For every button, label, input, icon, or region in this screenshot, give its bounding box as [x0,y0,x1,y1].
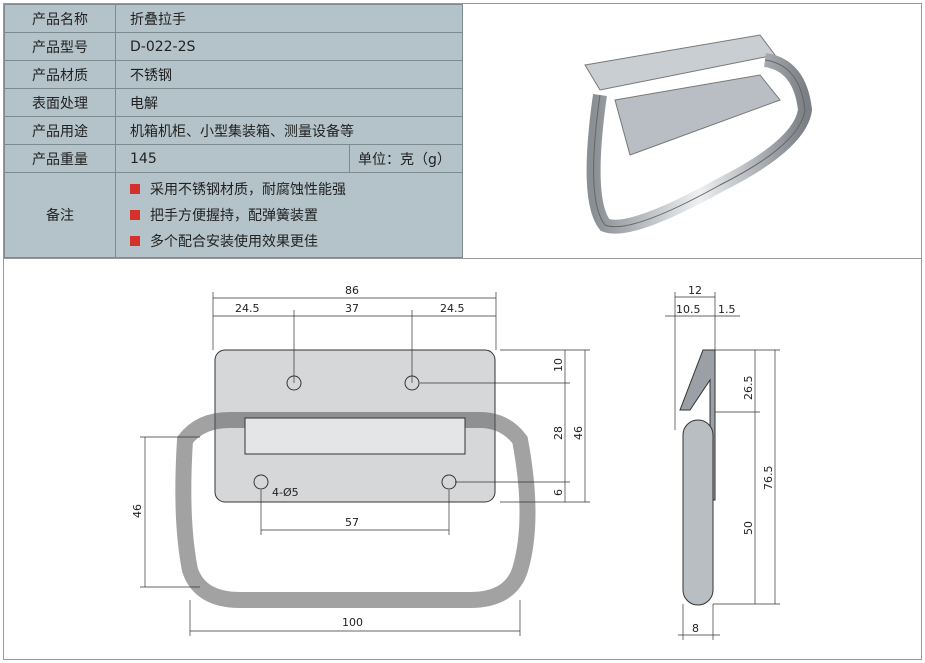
dim-w10-5: 10.5 [676,303,701,316]
dim-hole: 4-Ø5 [272,486,299,499]
label: 产品型号 [4,32,116,61]
dim-57: 57 [345,516,359,529]
dim-w12: 12 [688,284,702,297]
dim-h46r: 46 [572,426,585,440]
front-view [140,292,590,636]
label: 产品用途 [4,116,116,145]
page-frame [3,3,922,660]
label: 备注 [4,172,116,258]
dim-h46l: 46 [131,504,144,518]
note-item: 把手方便握持，配弹簧装置 [130,202,462,228]
bullet-icon [130,184,140,194]
dim-100: 100 [342,616,363,629]
dim-left: 24.5 [235,302,260,315]
dim-right: 24.5 [440,302,465,315]
row-material: 产品材质不锈钢 [4,60,463,89]
dim-total: 86 [345,284,359,297]
bullet-icon [130,236,140,246]
dim-w1-5: 1.5 [718,303,736,316]
row-usage: 产品用途机箱机柜、小型集装箱、测量设备等 [4,116,463,145]
value: 不锈钢 [115,60,463,89]
row-notes: 备注 采用不锈钢材质，耐腐蚀性能强 把手方便握持，配弹簧装置 多个配合安装使用效… [4,172,463,258]
row-surface: 表面处理电解 [4,88,463,117]
value: 电解 [115,88,463,117]
unit: 单位：克（g） [349,144,463,173]
dim-h26-5: 26.5 [742,376,755,401]
divider [4,258,921,259]
note-item: 多个配合安装使用效果更佳 [130,228,462,254]
note-item: 采用不锈钢材质，耐腐蚀性能强 [130,176,462,202]
bullet-icon [130,210,140,220]
dim-h10: 10 [552,358,565,372]
label: 产品重量 [4,144,116,173]
dim-h50: 50 [742,521,755,535]
product-photo [584,34,813,234]
side-view [665,292,780,640]
dim-mid: 37 [345,302,359,315]
dim-h6: 6 [552,489,565,496]
dim-h76-5: 76.5 [762,466,775,491]
dim-h28: 28 [552,426,565,440]
dim-w8: 8 [692,622,699,635]
value: 机箱机柜、小型集装箱、测量设备等 [115,116,463,145]
